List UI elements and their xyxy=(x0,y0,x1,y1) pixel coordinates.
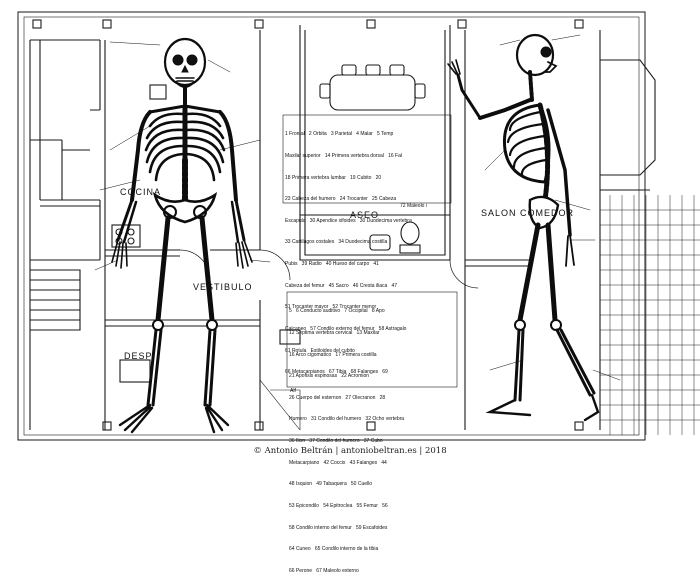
legend-line: 16 Arco cigomatico 17 Primera costilla xyxy=(289,351,377,358)
legend-line: 21 Apofisis espinosas 22 Acromion xyxy=(289,373,370,380)
legend-line: 23 Cabeza del humero 24 Trocanter 25 Cab… xyxy=(285,196,397,203)
artwork-canvas xyxy=(17,11,700,441)
legend-line: 5 6 Conducto auditivo 7 Occipital 8 Apo xyxy=(289,308,385,315)
legend-line: 64 Cuneo 65 Condilo interno de la tibia xyxy=(289,546,379,553)
legend-line: 66 Metacarpianos 67 Tibia 68 Falanges 69 xyxy=(285,369,388,376)
skeleton-front-view xyxy=(94,37,271,434)
legend-line: Calcaneo 57 Condilo externo del femur 58… xyxy=(285,325,407,332)
legend-line: 36 Ilion 37 Condilo del humero 37 Cubo xyxy=(289,438,383,445)
legend-frames xyxy=(282,114,458,388)
legend-line: Maxilar superior 14 Primera vertebra dor… xyxy=(285,153,402,160)
room-label-aseo: ASEO xyxy=(350,210,380,220)
legend-line: 53 Epicondilo 54 Epitroclea 55 Femur 56 xyxy=(289,502,388,509)
room-label-cocina: COCINA xyxy=(120,187,162,197)
legend-line: 58 Condilo interno del femur 59 Escafoid… xyxy=(289,524,388,531)
anatomy-legend-top: 1 Frontal 2 Orbita 3 Parietal 4 Malar 5 … xyxy=(285,117,412,384)
anatomy-legend-bottom: 5 6 Conducto auditivo 7 Occipital 8 Apo … xyxy=(289,294,404,582)
legend-fragment: 72 Maleolo i xyxy=(400,203,427,209)
legend-line: 1 Frontal 2 Orbita 3 Parietal 4 Malar 5 … xyxy=(285,131,394,138)
room-label-salon-comedor: SALON COMEDOR xyxy=(481,208,575,218)
skeleton-side-view xyxy=(447,33,621,422)
legend-line: 26 Cuerpo del esternon 27 Olecranon 28 xyxy=(289,394,386,401)
legend-line: 12 Septima vertebra cervical 13 Maxilar xyxy=(289,330,380,337)
legend-line: 48 Isquion 49 Tabaquera 50 Cuello xyxy=(289,481,373,488)
legend-line: Escapula 30 Apendice xifoides 30 Duodeci… xyxy=(285,217,412,224)
legend-line: 51 Trocanter mayor 52 Trocanter menor xyxy=(285,304,377,311)
legend-line: Cabeza del femur 45 Sacro 46 Cresta ilia… xyxy=(285,282,398,289)
legend-line: Humero 31 Condilo del humero 32 Ocho ver… xyxy=(289,416,405,423)
legend-line: 18 Primera vertebra lumbar 19 Cubito 20 xyxy=(285,174,382,181)
floor-plan xyxy=(17,11,700,441)
legend-line: Metacarpiano 42 Coccix 43 Falanges 44 xyxy=(289,459,387,466)
room-label-dormitorio: DESP xyxy=(124,351,153,361)
copyright-credit: © Antonio Beltrán | antoniobeltran.es | … xyxy=(253,446,447,456)
legend-line: 61 Rotula Estiloides del cubito xyxy=(285,347,355,354)
legend-line: Pubis 39 Radio 40 Hueso del carpo 41 xyxy=(285,261,379,268)
legend-line: 33 Cartilagos costales 34 Duodecima cost… xyxy=(285,239,388,246)
legend-line: 66 Perone 67 Maleolo externo xyxy=(289,567,359,574)
legend-fragment: Alf xyxy=(290,388,296,394)
room-label-vestibulo: VESTIBULO xyxy=(193,282,253,292)
